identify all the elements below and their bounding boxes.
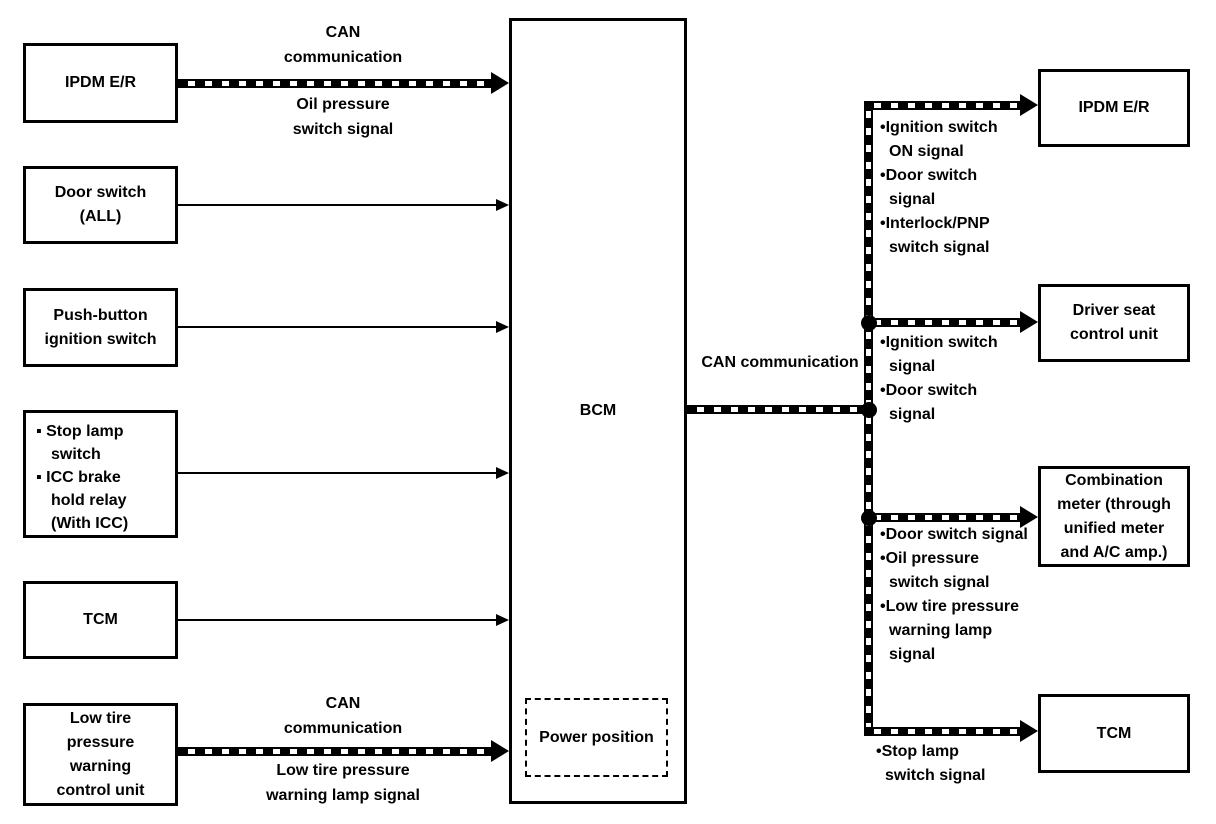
- node-label: TCM: [83, 611, 118, 628]
- can-branch-combination-meter: [864, 513, 1020, 522]
- signal-item: Interlock/PNP switch signal: [880, 212, 1012, 260]
- label-can-communication-top: CAN communication: [283, 24, 403, 66]
- can-line-bcm-to-trunk: [687, 405, 868, 414]
- list-item: Stop lamp switch: [36, 420, 144, 466]
- label-can-communication-bottom: CAN communication: [283, 695, 403, 737]
- node-label: IPDM E/R: [64, 74, 137, 91]
- can-arrow-low-tire-to-bcm: [178, 747, 493, 756]
- line-stop-lamp-to-bcm: [178, 472, 497, 474]
- junction-dot: [861, 315, 877, 331]
- node-label: Driver seat control unit: [1070, 302, 1158, 343]
- signal-item: Ignition switch ON signal: [880, 116, 1012, 164]
- line-push-button-to-bcm: [178, 326, 497, 328]
- node-door-switch: Door switch (ALL): [23, 166, 178, 244]
- node-low-tire-pressure-warning-control-unit: Low tire pressure warning control unit: [23, 703, 178, 806]
- arrowhead-low-tire-to-bcm: [491, 740, 509, 762]
- node-push-button-ignition-switch: Push-button ignition switch: [23, 288, 178, 367]
- signal-list-tcm: Stop lamp switch signal: [876, 740, 1012, 788]
- label-can-communication-right: CAN communication: [701, 354, 859, 371]
- signal-list-driver-seat: Ignition switch signal Door switch signa…: [880, 331, 1012, 427]
- arrowhead-branch-driver-seat: [1020, 311, 1038, 333]
- node-label: Door switch (ALL): [54, 184, 147, 225]
- can-trunk-line: [864, 101, 873, 736]
- signal-item: Door switch signal: [880, 164, 1012, 212]
- list-item: ICC brake hold relay (With ICC): [36, 466, 144, 535]
- power-position-box: Power position: [525, 698, 668, 777]
- bcm-label: BCM: [579, 402, 617, 419]
- arrowhead-push-button-to-bcm: [496, 321, 509, 333]
- node-label: Low tire pressure warning control unit: [56, 709, 145, 799]
- label-oil-pressure-switch-signal: Oil pressure switch signal: [292, 96, 394, 138]
- can-branch-tcm: [864, 727, 1020, 736]
- stop-lamp-group-list: Stop lamp switch ICC brake hold relay (W…: [36, 420, 144, 535]
- junction-dot: [861, 510, 877, 526]
- arrowhead-door-switch-to-bcm: [496, 199, 509, 211]
- can-arrow-ipdm-to-bcm: [178, 79, 493, 88]
- can-branch-driver-seat: [864, 318, 1020, 327]
- signal-item: Ignition switch signal: [880, 331, 1012, 379]
- node-ipdm-er-left: IPDM E/R: [23, 43, 178, 123]
- signal-item: Door switch signal: [880, 379, 1012, 427]
- arrowhead-tcm-to-bcm: [496, 614, 509, 626]
- arrowhead-ipdm-to-bcm: [491, 72, 509, 94]
- node-ipdm-er-right: IPDM E/R: [1038, 69, 1190, 147]
- node-tcm-left: TCM: [23, 581, 178, 659]
- signal-item: Oil pressure switch signal: [880, 547, 1030, 595]
- arrowhead-branch-ipdm: [1020, 94, 1038, 116]
- can-branch-ipdm: [864, 101, 1020, 110]
- node-tcm-right: TCM: [1038, 694, 1190, 773]
- line-tcm-to-bcm: [178, 619, 497, 621]
- signal-list-ipdm: Ignition switch ON signal Door switch si…: [880, 116, 1012, 260]
- node-label: Combination meter (through unified meter…: [1057, 471, 1171, 561]
- signal-item: Stop lamp switch signal: [876, 740, 1012, 788]
- node-driver-seat-control-unit: Driver seat control unit: [1038, 284, 1190, 362]
- arrowhead-branch-tcm: [1020, 720, 1038, 742]
- node-label: TCM: [1096, 724, 1132, 742]
- node-combination-meter: Combination meter (through unified meter…: [1038, 466, 1190, 567]
- signal-item: Door switch signal: [880, 523, 1030, 547]
- node-stop-lamp-group: Stop lamp switch ICC brake hold relay (W…: [23, 410, 178, 538]
- junction-dot: [861, 402, 877, 418]
- node-bcm: BCM: [509, 18, 687, 804]
- label-low-tire-warning-lamp-signal: Low tire pressure warning lamp signal: [266, 762, 420, 804]
- node-label: IPDM E/R: [1078, 99, 1150, 116]
- node-label: Push-button ignition switch: [44, 306, 157, 348]
- arrowhead-stop-lamp-to-bcm: [496, 467, 509, 479]
- signal-item: Low tire pressure warning lamp signal: [880, 595, 1030, 667]
- signal-list-combination-meter: Door switch signal Oil pressure switch s…: [880, 523, 1030, 667]
- power-position-label: Power position: [539, 728, 654, 746]
- line-door-switch-to-bcm: [178, 204, 497, 206]
